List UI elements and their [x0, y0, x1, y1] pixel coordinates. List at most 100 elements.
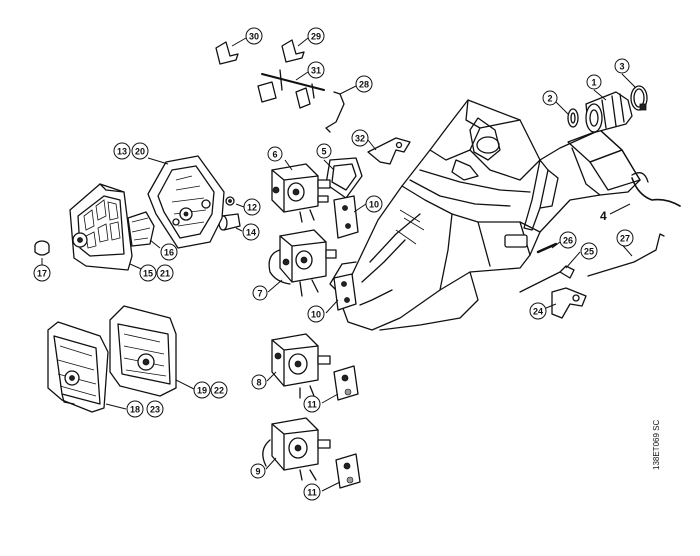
carburetor-8: [271, 333, 331, 399]
callout-14: 14: [242, 223, 260, 241]
callout-10b: 10: [307, 305, 325, 323]
handle-bar: [631, 172, 681, 207]
svg-text:30: 30: [249, 32, 259, 42]
leader-lines: [41, 37, 637, 492]
callout-23: 23: [146, 400, 164, 418]
knob: [34, 240, 50, 256]
svg-text:16: 16: [164, 248, 174, 258]
callout-19: 19: [193, 381, 211, 399]
svg-text:13: 13: [117, 147, 127, 157]
callout-16: 16: [160, 243, 178, 261]
callout-2: 2: [542, 90, 558, 106]
callout-20: 20: [131, 142, 149, 160]
svg-text:27: 27: [620, 234, 630, 244]
callout-10a: 10: [365, 195, 383, 213]
label-4: 4: [600, 209, 607, 223]
svg-text:9: 9: [255, 467, 260, 477]
svg-text:1: 1: [591, 78, 596, 88]
callout-5: 5: [316, 143, 332, 159]
callout-1: 1: [586, 74, 602, 90]
svg-text:5: 5: [321, 147, 326, 157]
callout-11a: 11: [303, 395, 321, 413]
spacer-plate-10a: [333, 195, 359, 239]
carburetor-7: [268, 229, 337, 297]
svg-text:18: 18: [130, 405, 140, 415]
callout-11b: 11: [303, 483, 321, 501]
spacer-plate-10b: [333, 273, 357, 311]
pin-26: [536, 242, 558, 254]
sealing-ring: [567, 108, 579, 128]
adjuster-plate-11a: [333, 365, 359, 401]
callout-22: 22: [210, 381, 228, 399]
callout-26: 26: [559, 231, 577, 249]
throttle-lever: [551, 287, 587, 319]
callout-30: 30: [245, 27, 263, 45]
svg-text:15: 15: [143, 269, 153, 279]
svg-text:11: 11: [307, 400, 317, 410]
svg-text:14: 14: [246, 228, 256, 238]
callout-13: 13: [113, 142, 131, 160]
svg-text:2: 2: [547, 94, 552, 104]
svg-text:11: 11: [307, 488, 317, 498]
svg-text:12: 12: [247, 203, 257, 213]
callout-31: 31: [307, 61, 325, 79]
hose-clamp: [630, 85, 648, 111]
callout-28: 28: [355, 75, 373, 93]
rod-25: [519, 265, 575, 293]
svg-text:3: 3: [619, 62, 624, 72]
callout-6: 6: [267, 146, 283, 162]
callout-18: 18: [126, 400, 144, 418]
nut: [225, 196, 235, 206]
shaft-31: [257, 69, 325, 109]
callout-8: 8: [251, 374, 267, 390]
callout-27: 27: [616, 229, 634, 247]
clip-30: [215, 41, 239, 65]
svg-text:6: 6: [272, 150, 277, 160]
adjuster-plate-11b: [335, 453, 361, 489]
callout-7: 7: [252, 285, 268, 301]
svg-text:31: 31: [311, 66, 321, 76]
svg-text:32: 32: [355, 134, 365, 144]
figure-reference-code: 138ET069 SC: [652, 419, 661, 470]
lever-32: [367, 137, 411, 165]
filter-18: [47, 321, 109, 413]
svg-text:10: 10: [369, 200, 379, 210]
carburetor-9: [262, 417, 331, 481]
svg-text:21: 21: [160, 269, 170, 279]
filter-19: [109, 305, 177, 397]
svg-text:24: 24: [533, 307, 543, 317]
callout-32: 32: [351, 129, 369, 147]
filter-cover: [147, 155, 225, 249]
filter-gasket: [127, 211, 155, 247]
svg-text:19: 19: [197, 386, 207, 396]
svg-text:17: 17: [37, 269, 47, 279]
callout-24: 24: [529, 302, 547, 320]
svg-text:20: 20: [135, 147, 145, 157]
svg-text:23: 23: [150, 405, 160, 415]
choke-rod: [325, 91, 345, 133]
callout-3: 3: [614, 58, 630, 74]
callout-25: 25: [580, 242, 598, 260]
svg-text:28: 28: [359, 80, 369, 90]
svg-text:8: 8: [256, 378, 261, 388]
intake-boot: [585, 91, 633, 133]
callout-9: 9: [250, 463, 266, 479]
svg-text:29: 29: [311, 32, 321, 42]
carburetor-6: [271, 163, 331, 223]
air-filter: [69, 183, 133, 271]
callout-12: 12: [243, 198, 261, 216]
callout-21: 21: [156, 264, 174, 282]
throttle-rod: [587, 233, 665, 277]
svg-text:7: 7: [257, 289, 262, 299]
svg-text:25: 25: [584, 247, 594, 257]
callout-29: 29: [307, 27, 325, 45]
clip-29: [281, 39, 305, 63]
callout-17: 17: [33, 264, 51, 282]
engine-housing: [329, 99, 641, 331]
callout-15: 15: [139, 264, 157, 282]
svg-text:26: 26: [563, 236, 573, 246]
svg-text:22: 22: [214, 386, 224, 396]
svg-text:10: 10: [311, 310, 321, 320]
